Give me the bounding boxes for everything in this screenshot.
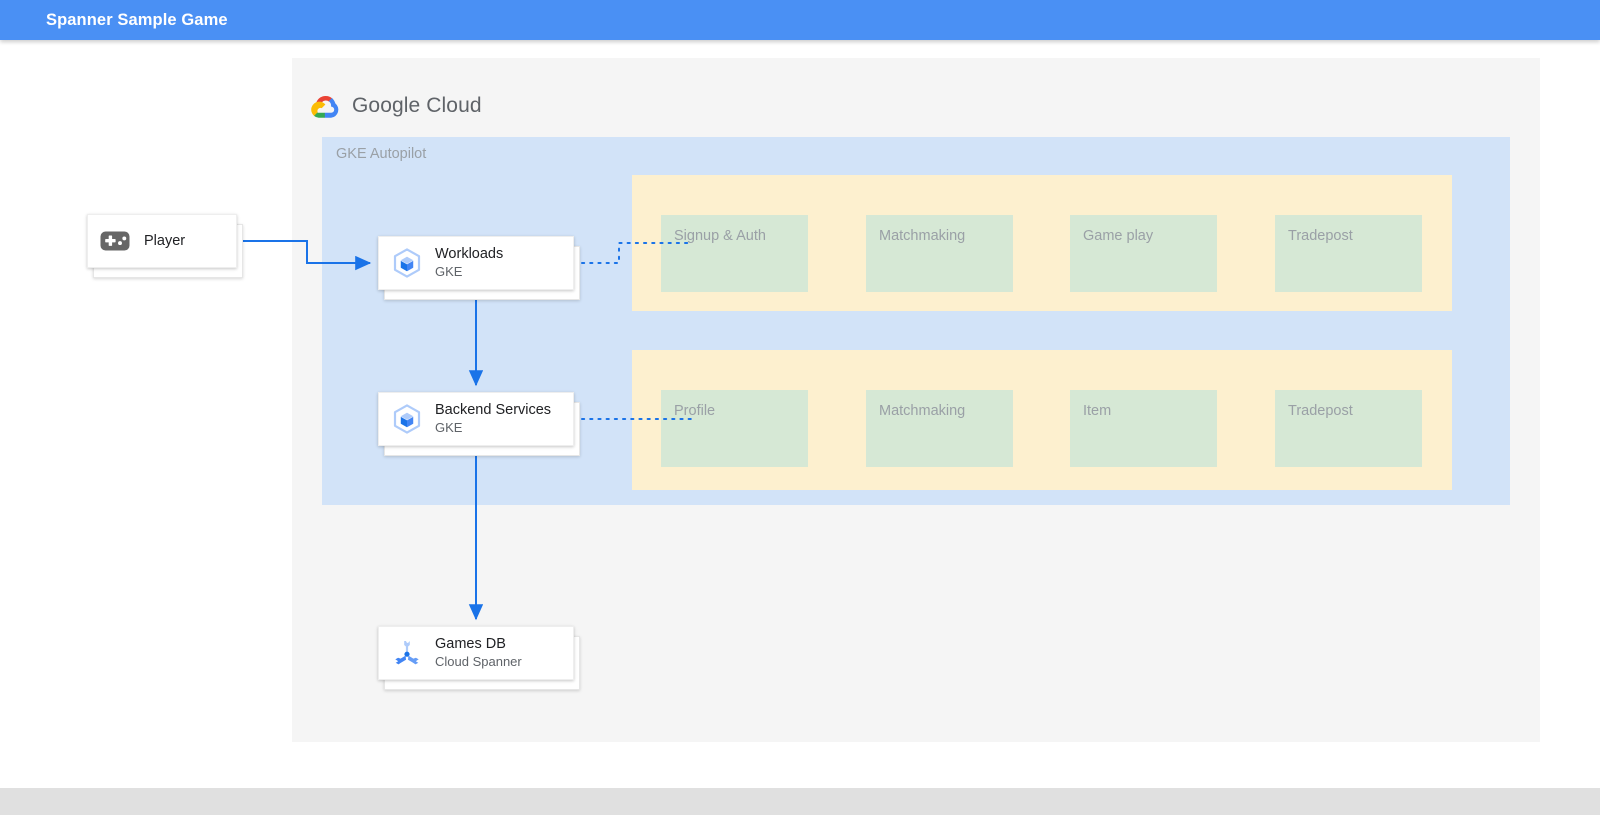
google-cloud-brand: Google Cloud	[310, 93, 482, 119]
brand-name-secondary: Cloud	[426, 94, 482, 117]
node-backend-services[interactable]: Backend Services GKE	[378, 392, 580, 456]
service-tile-label: Matchmaking	[879, 403, 966, 419]
horizontal-scrollbar[interactable]	[0, 788, 1600, 815]
service-tile-tradepost-frontend[interactable]: Tradepost	[1275, 215, 1422, 292]
node-title: Workloads	[435, 246, 504, 263]
node-text: Games DB Cloud Spanner	[435, 635, 522, 670]
service-tile-label: Profile	[674, 403, 716, 419]
app-bar: Spanner Sample Game	[0, 0, 1600, 40]
node-text: Backend Services GKE	[435, 401, 551, 436]
google-cloud-brand-text: Google Cloud	[352, 94, 482, 118]
service-tile-item[interactable]: Item	[1070, 390, 1217, 467]
cloud-spanner-icon	[395, 641, 419, 665]
node-subtitle: Cloud Spanner	[435, 653, 522, 669]
architecture-diagram-canvas: Google Cloud GKE Autopilot Signup & Auth…	[87, 58, 1540, 742]
service-panel-backend: Profile Matchmaking Item Tradepost	[632, 350, 1452, 490]
service-tile-label: Matchmaking	[879, 228, 966, 244]
service-tile-profile[interactable]: Profile	[661, 390, 808, 467]
service-tile-label: Signup & Auth	[674, 228, 766, 244]
service-panel-frontend: Signup & Auth Matchmaking Game play Trad…	[632, 175, 1452, 311]
service-tile-label: Tradepost	[1288, 403, 1353, 419]
node-subtitle: GKE	[435, 263, 463, 279]
service-tile-tradepost-backend[interactable]: Tradepost	[1275, 390, 1422, 467]
node-card[interactable]: Player	[87, 214, 237, 268]
node-title: Games DB	[435, 636, 506, 653]
node-player[interactable]: Player	[87, 214, 243, 278]
node-text: Workloads GKE	[435, 245, 503, 280]
service-tile-signup-auth[interactable]: Signup & Auth	[661, 215, 808, 292]
node-title: Backend Services	[435, 402, 552, 419]
brand-name-primary: Google	[352, 94, 421, 117]
node-subtitle: GKE	[435, 419, 463, 435]
service-tile-label: Game play	[1083, 228, 1154, 244]
gke-icon	[393, 404, 421, 434]
node-card[interactable]: Games DB Cloud Spanner	[378, 626, 574, 680]
node-text: Player	[144, 232, 185, 251]
gamepad-icon	[100, 231, 130, 251]
app-bar-title: Spanner Sample Game	[46, 10, 228, 29]
gke-icon	[393, 248, 421, 278]
zone-gke-autopilot-label: GKE Autopilot	[336, 146, 427, 162]
service-tile-matchmaking-backend[interactable]: Matchmaking	[866, 390, 1013, 467]
service-tile-label: Tradepost	[1288, 228, 1353, 244]
service-tile-label: Item	[1083, 403, 1112, 419]
node-card[interactable]: Backend Services GKE	[378, 392, 574, 446]
service-tile-matchmaking-frontend[interactable]: Matchmaking	[866, 215, 1013, 292]
node-title: Player	[144, 232, 186, 249]
node-games-db[interactable]: Games DB Cloud Spanner	[378, 626, 580, 690]
node-workloads[interactable]: Workloads GKE	[378, 236, 580, 300]
service-tile-game-play[interactable]: Game play	[1070, 215, 1217, 292]
google-cloud-logo-icon	[311, 95, 339, 118]
node-card[interactable]: Workloads GKE	[378, 236, 574, 290]
